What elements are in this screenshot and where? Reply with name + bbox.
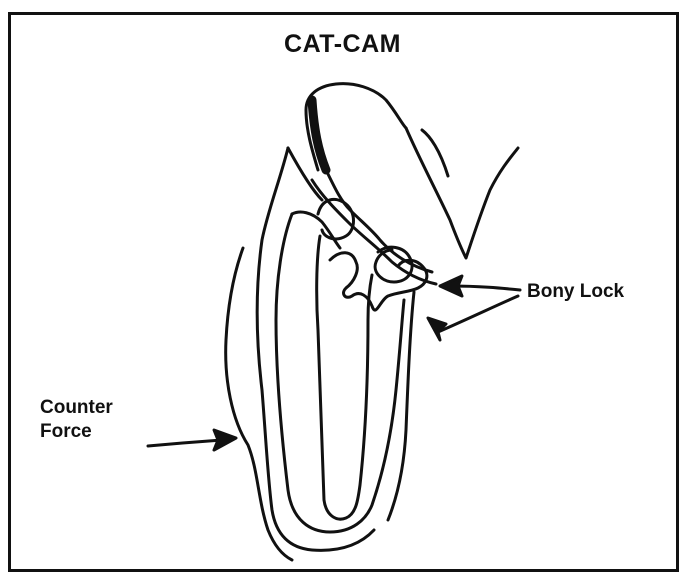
iliac-wing-right bbox=[406, 128, 518, 258]
bony-lock-arrow-upper-head bbox=[440, 276, 462, 296]
counter-force-label-line2: Force bbox=[40, 420, 113, 444]
counter-force-arrow-shaft bbox=[148, 440, 222, 446]
counter-force-label: Counter Force bbox=[40, 396, 113, 444]
bone-shaft bbox=[317, 236, 372, 519]
pubic-loop bbox=[318, 199, 354, 238]
socket-inner-wall bbox=[276, 214, 404, 532]
counter-force-arrow-head bbox=[214, 430, 236, 450]
socket-outer-wall bbox=[257, 148, 374, 550]
bony-lock-label: Bony Lock bbox=[527, 280, 624, 304]
bony-lock-arrow-lower-shaft bbox=[438, 296, 518, 332]
counter-force-label-line1: Counter bbox=[40, 396, 113, 420]
bone-inner-line bbox=[292, 212, 340, 248]
